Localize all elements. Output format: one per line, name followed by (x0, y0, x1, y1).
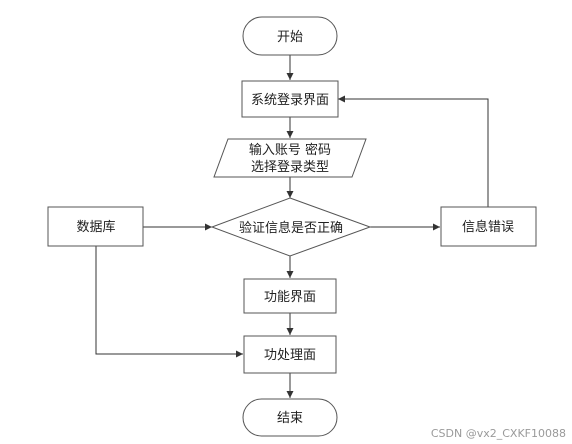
node-database (47, 206, 144, 247)
node-end-label: 结束 (277, 411, 303, 426)
node-input (213, 138, 367, 178)
node-error (440, 206, 537, 247)
node-start (242, 16, 338, 56)
node-error-label: 信息错误 (462, 219, 514, 235)
node-login-label: 系统登录界面 (251, 93, 329, 108)
node-input-label-line2: 选择登录类型 (251, 160, 329, 175)
node-input-label-line1: 输入账号 密码 (249, 142, 331, 158)
node-function (243, 278, 337, 314)
node-function-label: 功能界面 (264, 290, 316, 305)
node-login (241, 80, 339, 118)
node-start-label: 开始 (277, 30, 303, 45)
watermark: CSDN @vx2_CXKF10088 (431, 427, 566, 440)
node-database-label: 数据库 (76, 219, 115, 235)
edge-error-to-login (338, 95, 489, 207)
node-decision-label: 验证信息是否正确 (239, 220, 343, 236)
edge-database-to-process (95, 246, 243, 358)
node-end (242, 398, 338, 437)
node-decision (210, 197, 372, 257)
node-process (243, 335, 337, 374)
node-process-label: 功处理面 (264, 348, 316, 363)
